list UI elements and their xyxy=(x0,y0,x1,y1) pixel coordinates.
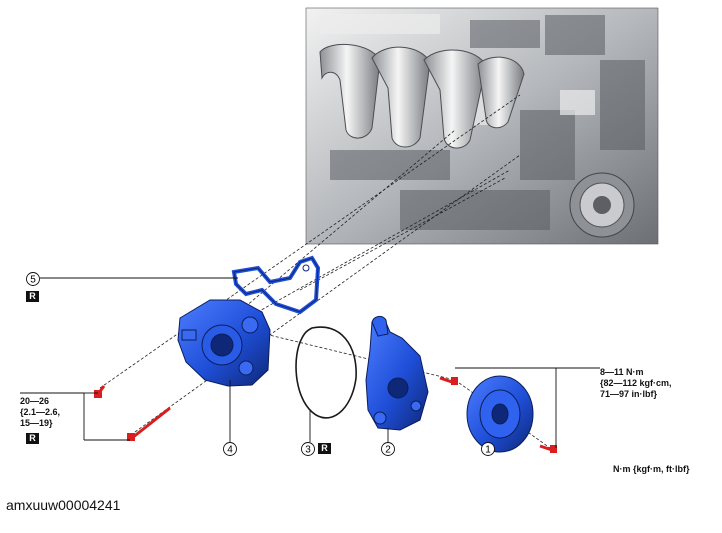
callout-2: 2 xyxy=(381,442,395,456)
engine-block xyxy=(305,7,659,245)
water-pump-part-2 xyxy=(365,315,429,431)
torque-spec-left: 20—26 {2.1—2.6, 15—19} xyxy=(20,396,60,429)
torque-right-line-1: 8—11 N·m xyxy=(600,367,644,377)
torque-left-line-3: 15—19} xyxy=(20,418,53,428)
exhaust-manifold xyxy=(319,43,525,149)
replace-badge-left-bolts: R xyxy=(26,433,39,444)
callout-3: 3 xyxy=(301,442,315,456)
callout-3-label: 3 xyxy=(305,445,311,456)
pump-housing-part-4 xyxy=(177,299,271,387)
bolt-left-lower xyxy=(127,406,171,441)
gasket-part-5 xyxy=(231,255,321,315)
callout-5-label: 5 xyxy=(30,275,36,286)
torque-left-line-2: {2.1—2.6, xyxy=(20,407,61,417)
torque-spec-right: 8—11 N·m {82—112 kgf·cm, 71—97 in·lbf} xyxy=(600,367,672,400)
torque-right-line-3: 71—97 in·lbf} xyxy=(600,389,658,399)
callout-4-label: 4 xyxy=(227,445,233,456)
replace-badge-part-3: R xyxy=(318,443,331,454)
leader-lines xyxy=(20,277,600,448)
bolt-left-upper xyxy=(94,385,106,398)
callout-1: 1 xyxy=(481,442,495,456)
bolt-right-upper xyxy=(439,376,458,385)
callout-5: 5 xyxy=(26,272,40,286)
bolt-right-lower xyxy=(539,444,557,453)
callout-1-label: 1 xyxy=(485,445,491,456)
callout-2-label: 2 xyxy=(385,445,391,456)
torque-left-line-1: 20—26 xyxy=(20,396,50,406)
document-id: amxuuw00004241 xyxy=(6,497,121,513)
replace-badge-part-5: R xyxy=(26,291,39,302)
pulley-part-1 xyxy=(466,375,534,453)
callout-4: 4 xyxy=(223,442,237,456)
o-ring-part-3 xyxy=(295,326,357,419)
torque-right-line-2: {82—112 kgf·cm, xyxy=(600,378,672,388)
crank-pulley xyxy=(569,172,635,238)
unit-note: N·m {kgf·m, ft·lbf} xyxy=(613,464,690,474)
